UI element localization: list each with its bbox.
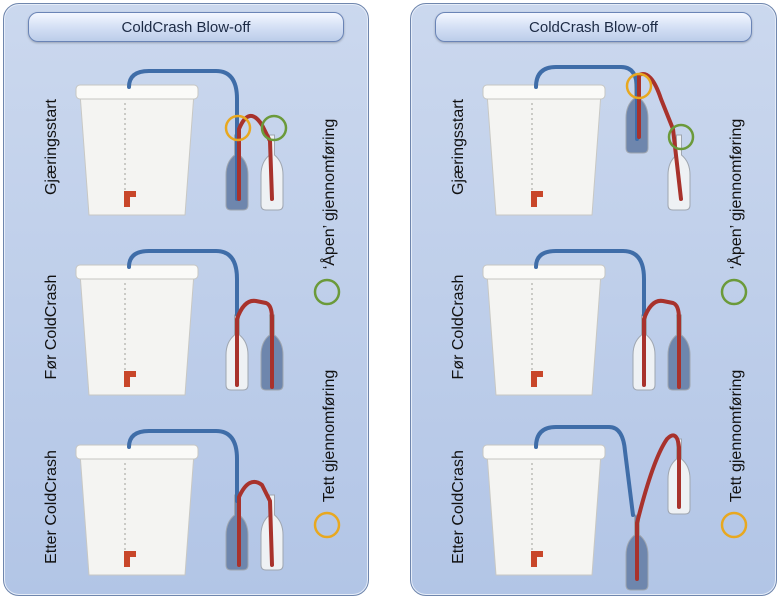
fermenter-lid [75, 84, 199, 100]
fermenter-row-before [482, 249, 691, 396]
panel-left: ColdCrash Blow-off Gjæringsstart Før Col… [3, 3, 369, 596]
row-label-after: Etter ColdCrash [450, 450, 467, 564]
tap-icon [531, 191, 543, 207]
fermenter-row-after [75, 429, 284, 576]
tap-icon [124, 191, 136, 207]
closed-feedthrough-marker [625, 72, 653, 100]
row-label-before: Før ColdCrash [43, 275, 60, 380]
row-label-after: Etter ColdCrash [43, 450, 60, 564]
red-tube [635, 433, 681, 581]
fermenter-row-before [75, 249, 284, 396]
fermenter-bucket [486, 452, 602, 576]
fermenter-bucket [79, 272, 195, 396]
blue-tube [534, 425, 635, 517]
tap-icon [124, 371, 136, 387]
fermenter-row-start [75, 69, 288, 216]
blue-tube [127, 249, 239, 317]
fermenter-bucket [486, 272, 602, 396]
tap-icon [124, 551, 136, 567]
fermenter-row-start [482, 65, 695, 216]
legend-open-marker [720, 278, 748, 306]
row-label-start: Gjæringsstart [43, 98, 60, 195]
legend-open-label: ‘Åpen’ gjennomføring [319, 119, 338, 270]
red-tube [642, 298, 681, 389]
closed-feedthrough-marker [224, 114, 252, 142]
legend-closed-label: Tett gjennomføring [321, 370, 338, 503]
fermenter-bucket [79, 452, 195, 576]
diagram-right: Gjæringsstart Før ColdCrash Etter ColdCr… [450, 65, 748, 591]
red-tube [237, 480, 274, 567]
fermenter-lid [482, 444, 606, 460]
blue-tube [127, 69, 239, 201]
tap-icon [531, 551, 543, 567]
open-feedthrough-marker [667, 123, 695, 151]
panel-title: ColdCrash Blow-off [435, 12, 752, 42]
fermenter-bucket [486, 92, 602, 216]
row-label-start: Gjæringsstart [450, 98, 467, 195]
fermenter-lid [75, 444, 199, 460]
legend-open-marker [313, 278, 341, 306]
legend-closed-marker [313, 511, 341, 539]
panel-title: ColdCrash Blow-off [28, 12, 344, 42]
open-feedthrough-marker [260, 114, 288, 142]
fermenter-row-after [482, 425, 691, 591]
tap-icon [531, 371, 543, 387]
red-tube [235, 298, 274, 389]
fermenter-lid [75, 264, 199, 280]
blue-tube [534, 65, 639, 141]
fermenter-bucket [79, 92, 195, 216]
fermenter-lid [482, 84, 606, 100]
blue-tube [127, 429, 239, 503]
row-label-before: Før ColdCrash [450, 275, 467, 380]
blue-tube [534, 249, 646, 317]
legend-open-label: ‘Åpen’ gjennomføring [726, 119, 745, 270]
panel-right: ColdCrash Blow-off Gjæringsstart Før Col… [410, 3, 777, 596]
diagram-left: Gjæringsstart Før ColdCrash Etter ColdCr… [43, 69, 341, 576]
legend-closed-marker [720, 511, 748, 539]
legend-closed-label: Tett gjennomføring [728, 370, 745, 503]
fermenter-lid [482, 264, 606, 280]
